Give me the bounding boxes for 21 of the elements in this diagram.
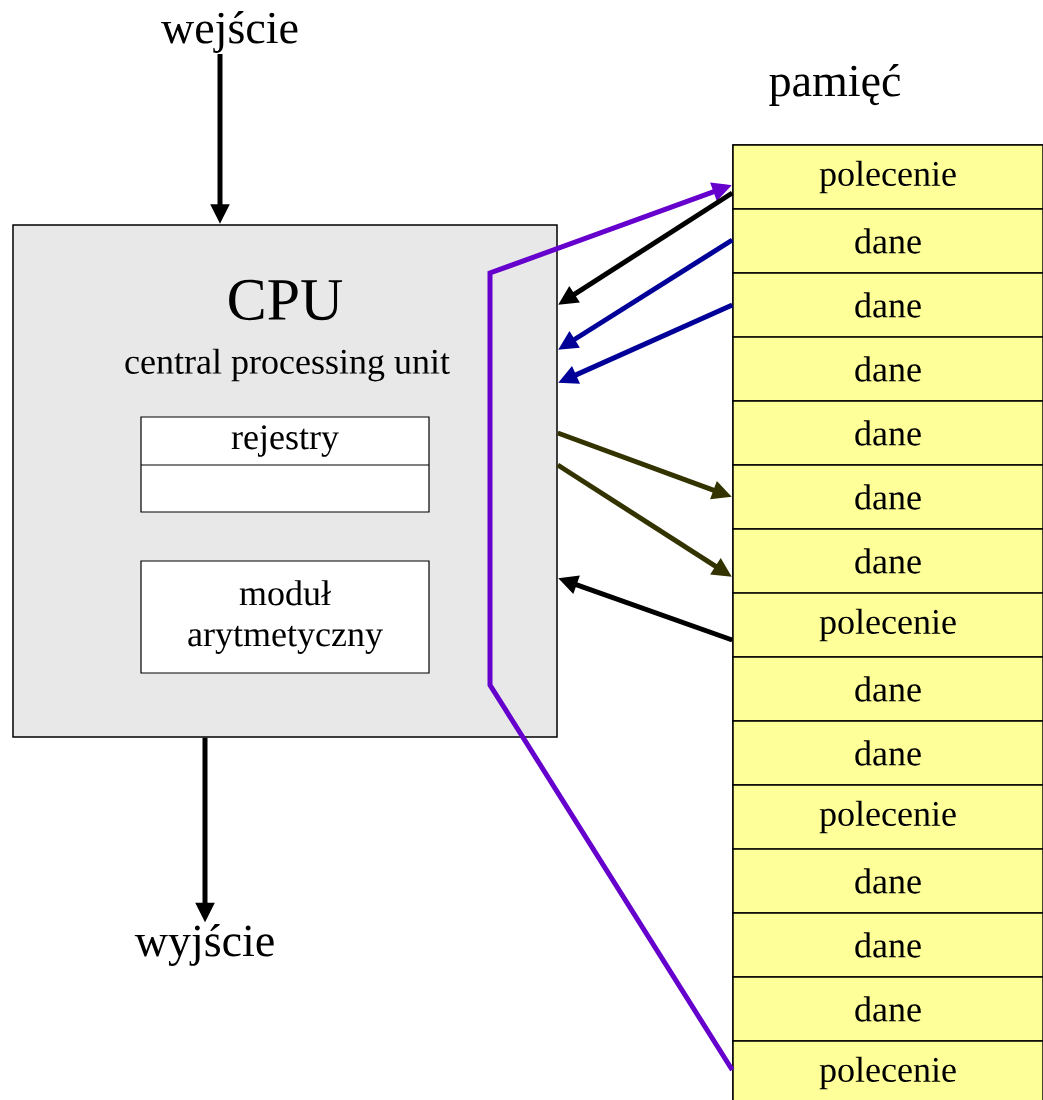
io-label: wejście <box>161 11 298 53</box>
memory-cell: dane <box>732 848 1043 914</box>
memory-cell: dane <box>732 656 1043 722</box>
register-box: rejestry <box>140 416 430 513</box>
memory-cell: dane <box>732 464 1043 530</box>
memory-cell: dane <box>732 720 1043 786</box>
memory-cell: dane <box>732 208 1043 274</box>
memory-cell: dane <box>732 976 1043 1042</box>
memory-cell: dane <box>732 400 1043 466</box>
io-label: wyjście <box>134 924 274 966</box>
memory-cell: dane <box>732 272 1043 338</box>
memory-cell: dane <box>732 336 1043 402</box>
memory-cell: polecenie <box>732 592 1043 658</box>
memory-cell: dane <box>732 912 1043 978</box>
alu-box: moduł arytmetyczny <box>140 560 430 674</box>
memory-cell: polecenie <box>732 1040 1043 1100</box>
memory-cell: polecenie <box>732 784 1043 850</box>
arrow <box>487 182 735 1072</box>
memory-cell: dane <box>732 528 1043 594</box>
node-label: pamięć <box>769 64 901 106</box>
memory-cell: polecenie <box>732 144 1043 210</box>
